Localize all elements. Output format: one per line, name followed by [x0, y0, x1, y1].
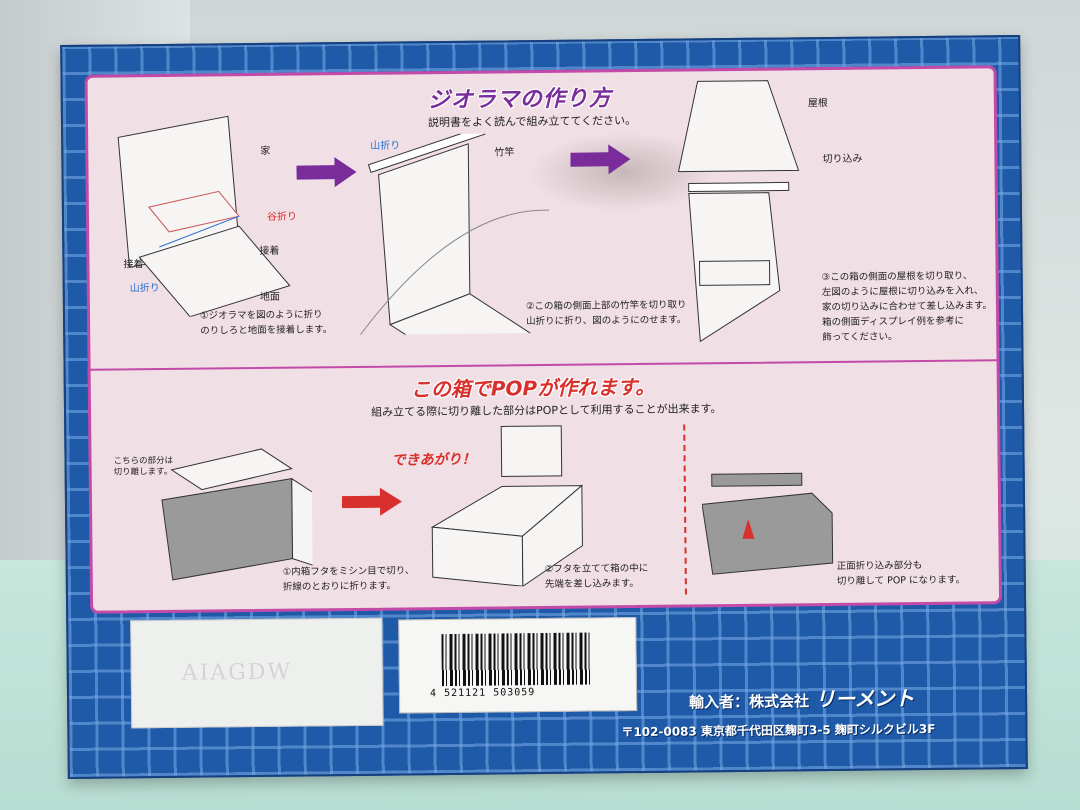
importer-label: 輸入者：株式会社 [689, 692, 810, 712]
label-mountain-fold-2: 山折り [370, 140, 401, 152]
product-box: ジオラマの作り方 説明書をよく読んで組み立ててください。 家 谷折り 接着 接着… [60, 34, 1028, 780]
arrow-right-icon [296, 157, 357, 188]
barcode-bars [441, 632, 592, 687]
importer-line: 輸入者：株式会社リーメント [689, 682, 915, 713]
diorama-step-3: ③この箱の側面の屋根を切り取り、 左図のように屋根に切り込みを入れ、 家の切り込… [821, 270, 993, 344]
pop-step-2: ②フタを立てて箱の中に 先端を差し込みます。 [544, 562, 649, 591]
label-glue-left: 接着 [123, 259, 144, 271]
company-address: 〒102-0083 東京都千代田区麹町3-5 麹町シルクビル3F [621, 721, 936, 740]
front-flap-illustration [701, 472, 834, 575]
diorama-subtitle: 説明書をよく読んで組み立ててください。 [427, 114, 637, 130]
label-roof: 屋根 [807, 98, 828, 110]
pop-display-illustration [430, 425, 584, 588]
inner-lid-illustration [161, 448, 313, 581]
label-notch: 切り込み [822, 153, 863, 166]
barcode: 4 521121 503059 [398, 617, 638, 714]
diorama-fold-illustration [117, 115, 291, 318]
diorama-title: ジオラマの作り方 [427, 86, 612, 114]
pop-step-1: ①内箱フタをミシン目で切り、 折線のとおりに折ります。 [282, 565, 415, 593]
bamboo-pole-illustration [359, 132, 551, 335]
label-glue-right: 接着 [259, 245, 280, 257]
pop-step-3: 正面折り込み部分も 切り離して POP になります。 [836, 560, 966, 587]
arrow-right-icon [570, 144, 631, 175]
dashed-divider [683, 424, 687, 595]
diorama-step-2: ②この箱の側面上部の竹竿を切り取り 山折りに折り、図のようにのせます。 [525, 299, 687, 328]
label-house: 家 [260, 145, 271, 157]
diorama-instructions-panel: ジオラマの作り方 説明書をよく読んで組み立ててください。 家 谷折り 接着 接着… [84, 65, 1000, 381]
barcode-number: 4 521121 503059 [429, 687, 536, 700]
blank-label-area: AIAGDW [130, 617, 384, 729]
label-valley-fold: 谷折り [266, 211, 298, 223]
diorama-step-1: ①ジオラマを図のように折り のりしろと地面を接着します。 [199, 309, 333, 337]
pop-title: この箱でPOPが作れます。 [410, 374, 656, 402]
arrow-right-icon [341, 487, 402, 516]
label-bamboo-pole: 竹竿 [494, 147, 515, 159]
label-ground: 地面 [259, 291, 280, 303]
brand-name: リーメント [814, 686, 915, 712]
pop-instructions-panel: この箱でPOPが作れます。 組み立てる際に切り離した部分はPOPとして利用するこ… [87, 359, 1003, 614]
roof-assembly-illustration [677, 80, 800, 343]
stamp-text: AIAGDW [181, 659, 293, 686]
label-mountain-fold: 山折り [129, 283, 160, 295]
